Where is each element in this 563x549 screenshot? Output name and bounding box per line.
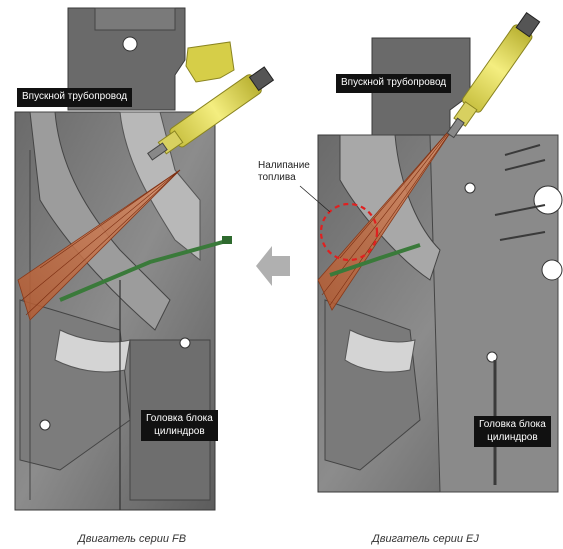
fb-small-hole xyxy=(179,337,191,349)
fb-valve-stem xyxy=(59,238,231,302)
fb-intake-flange xyxy=(94,7,176,31)
fb-intake-port xyxy=(29,111,171,331)
ej-rib xyxy=(494,144,546,241)
fb-head-label-line2: цилиндров xyxy=(154,425,205,437)
ej-valve-stem xyxy=(329,243,421,277)
fb-bolt-hole xyxy=(122,36,138,52)
ej-valve-seat xyxy=(344,329,416,373)
fb-intake-label: Впускной трубопровод xyxy=(17,88,133,107)
ej-right-block xyxy=(429,134,559,493)
fb-injector-connector xyxy=(185,41,235,83)
ej-intake-label: Впускной трубопровод xyxy=(336,74,452,93)
fuel-film-annotation: Налипание топлива xyxy=(258,160,310,184)
fb-spray-lines xyxy=(21,169,181,316)
fuel-film-line1: Налипание xyxy=(258,160,310,171)
ej-fuel-injector xyxy=(446,12,541,139)
annotation-leader xyxy=(299,185,331,213)
fb-head-label-line1: Головка блока xyxy=(146,413,213,424)
fb-valve-seat xyxy=(54,329,131,373)
ej-spray-lines xyxy=(321,117,461,306)
ej-big-hole xyxy=(533,185,563,215)
ej-small-hole xyxy=(486,351,498,363)
ej-cylinder-head-label: Головка блока цилиндров xyxy=(474,416,551,447)
ej-big-hole-2 xyxy=(541,259,563,281)
ej-engine-section xyxy=(299,12,563,493)
ej-small-hole-2 xyxy=(464,182,476,194)
fb-valve-tip xyxy=(222,236,232,244)
ej-fuel-spray xyxy=(317,117,461,311)
ej-caption: Двигатель серии EJ xyxy=(372,533,479,545)
fuel-film-line2: топлива xyxy=(258,172,296,183)
ej-head-label-line1: Головка блока xyxy=(479,419,546,430)
fb-intake-runner xyxy=(67,7,186,111)
fb-fuel-spray xyxy=(17,169,181,321)
fb-small-hole-2 xyxy=(39,419,51,431)
fuel-film-highlight xyxy=(319,202,379,262)
fb-cylinder-head-label: Головка блока цилиндров xyxy=(141,410,218,441)
direction-arrow xyxy=(256,246,290,286)
ej-head-label-line2: цилиндров xyxy=(487,431,538,443)
fb-fuel-injector xyxy=(147,66,275,161)
fb-caption: Двигатель серии FB xyxy=(78,533,187,545)
